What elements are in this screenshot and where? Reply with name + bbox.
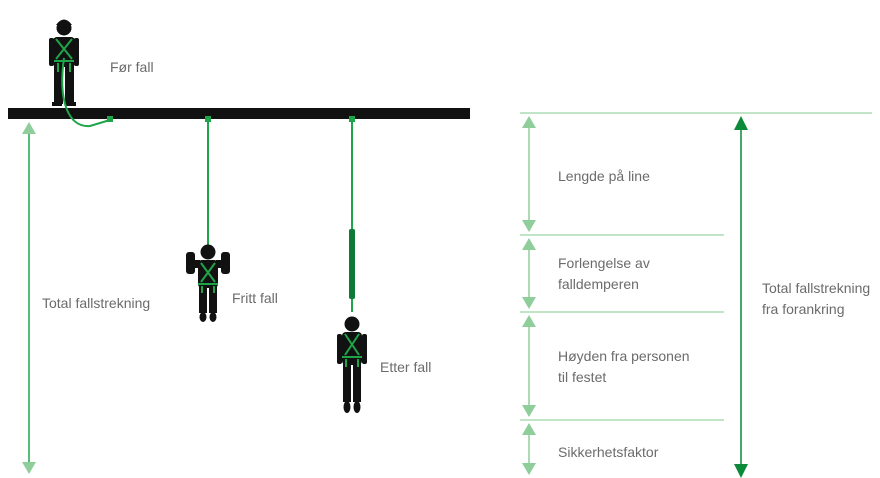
shock-absorber-extended [349,229,355,299]
segment-label-lanyard-length: Lengde på line [558,168,650,184]
anchor-point-1 [107,116,113,122]
segment-arrow-safety-factor [522,423,536,475]
guide-lines [520,112,872,421]
label-total-from-anchor: Total fallstrekning fra forankring [762,280,874,317]
segment-arrow-lanyard-length [522,116,536,232]
total-fall-distance-arrow [22,122,36,474]
lanyard-before-fall [61,57,111,128]
segment-label-person-height: Høyden fra personen til festet [558,348,693,385]
anchor-point-2 [205,116,211,122]
label-after-fall: Etter fall [380,359,431,375]
segment-arrow-absorber-extension [522,238,536,309]
label-free-fall: Fritt fall [232,290,278,306]
anchor-beam [8,108,470,119]
worker-hanging-icon [336,315,368,414]
anchor-point-3 [349,116,355,122]
worker-falling-icon [185,243,231,323]
segment-arrow-person-height [522,315,536,417]
label-before-fall: Før fall [110,59,154,75]
total-from-anchor-arrow [734,116,748,478]
segment-label-absorber-extension: Forlengelse av falldemperen [558,255,654,292]
segment-label-safety-factor: Sikkerhetsfaktor [558,444,659,460]
label-total-fall-distance: Total fallstrekning [42,295,150,311]
